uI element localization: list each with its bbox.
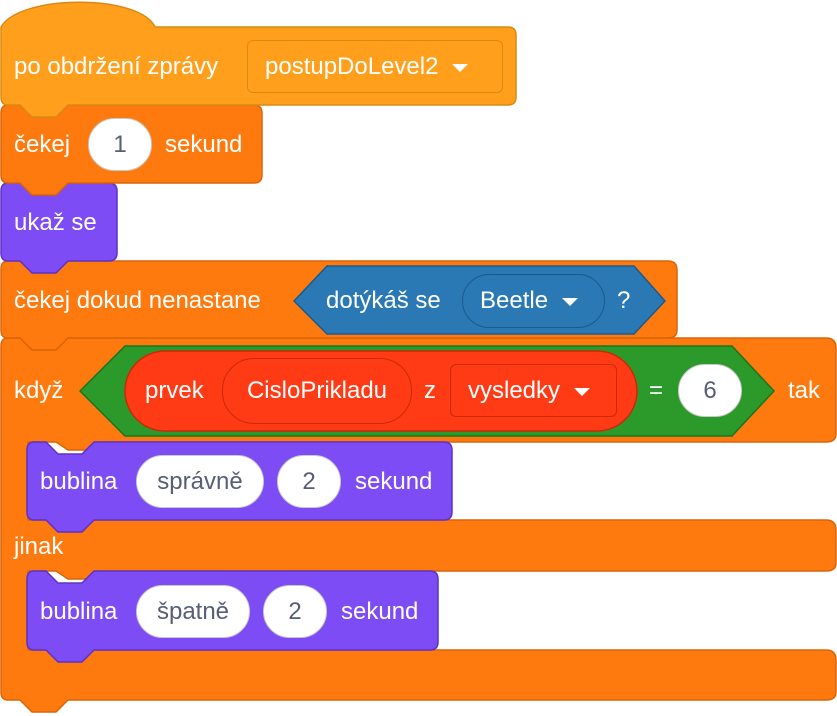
sprite-name: Beetle — [480, 287, 549, 314]
wait-label: čekej — [14, 131, 71, 158]
wait-unit-label: sekund — [165, 131, 243, 158]
list-name: vysledky — [468, 376, 561, 404]
say-correct-secs-input[interactable]: 2 — [277, 455, 341, 508]
compare-value-input[interactable]: 6 — [678, 364, 742, 417]
if-label: když — [14, 377, 64, 404]
list-dropdown[interactable]: vysledky — [450, 364, 617, 417]
say-correct-text-input[interactable]: správně — [136, 455, 264, 508]
show-label: ukaž se — [14, 209, 97, 236]
when-receive-label: po obdržení zprávy — [14, 53, 219, 80]
sprite-dropdown[interactable]: Beetle — [462, 274, 605, 328]
say-correct-unit-label: sekund — [355, 468, 433, 495]
item-label: prvek — [145, 377, 204, 404]
message-dropdown[interactable]: postupDoLevel2 — [247, 40, 503, 93]
message-name: postupDoLevel2 — [265, 52, 439, 80]
say-label: bublina — [40, 598, 118, 625]
then-label: tak — [788, 377, 821, 404]
question-mark: ? — [617, 287, 631, 314]
caret-down-icon[interactable] — [562, 298, 579, 306]
caret-down-icon[interactable] — [574, 387, 591, 396]
caret-down-icon[interactable] — [452, 63, 469, 72]
say-wrong-secs-input[interactable]: 2 — [263, 585, 327, 638]
say-wrong-text-input[interactable]: špatně — [136, 585, 250, 638]
touching-label: dotýkáš se — [326, 287, 441, 314]
say-label: bublina — [40, 468, 118, 495]
of-label: z — [424, 377, 436, 404]
wait-until-label: čekej dokud nenastane — [14, 287, 261, 314]
say-wrong-unit-label: sekund — [341, 598, 419, 625]
else-label: jinak — [14, 533, 64, 560]
show-block[interactable] — [0, 182, 118, 274]
variable-reporter[interactable]: CisloPrikladu — [222, 358, 412, 424]
equals-sign: = — [649, 377, 664, 404]
wait-seconds-input[interactable]: 1 — [88, 118, 152, 171]
